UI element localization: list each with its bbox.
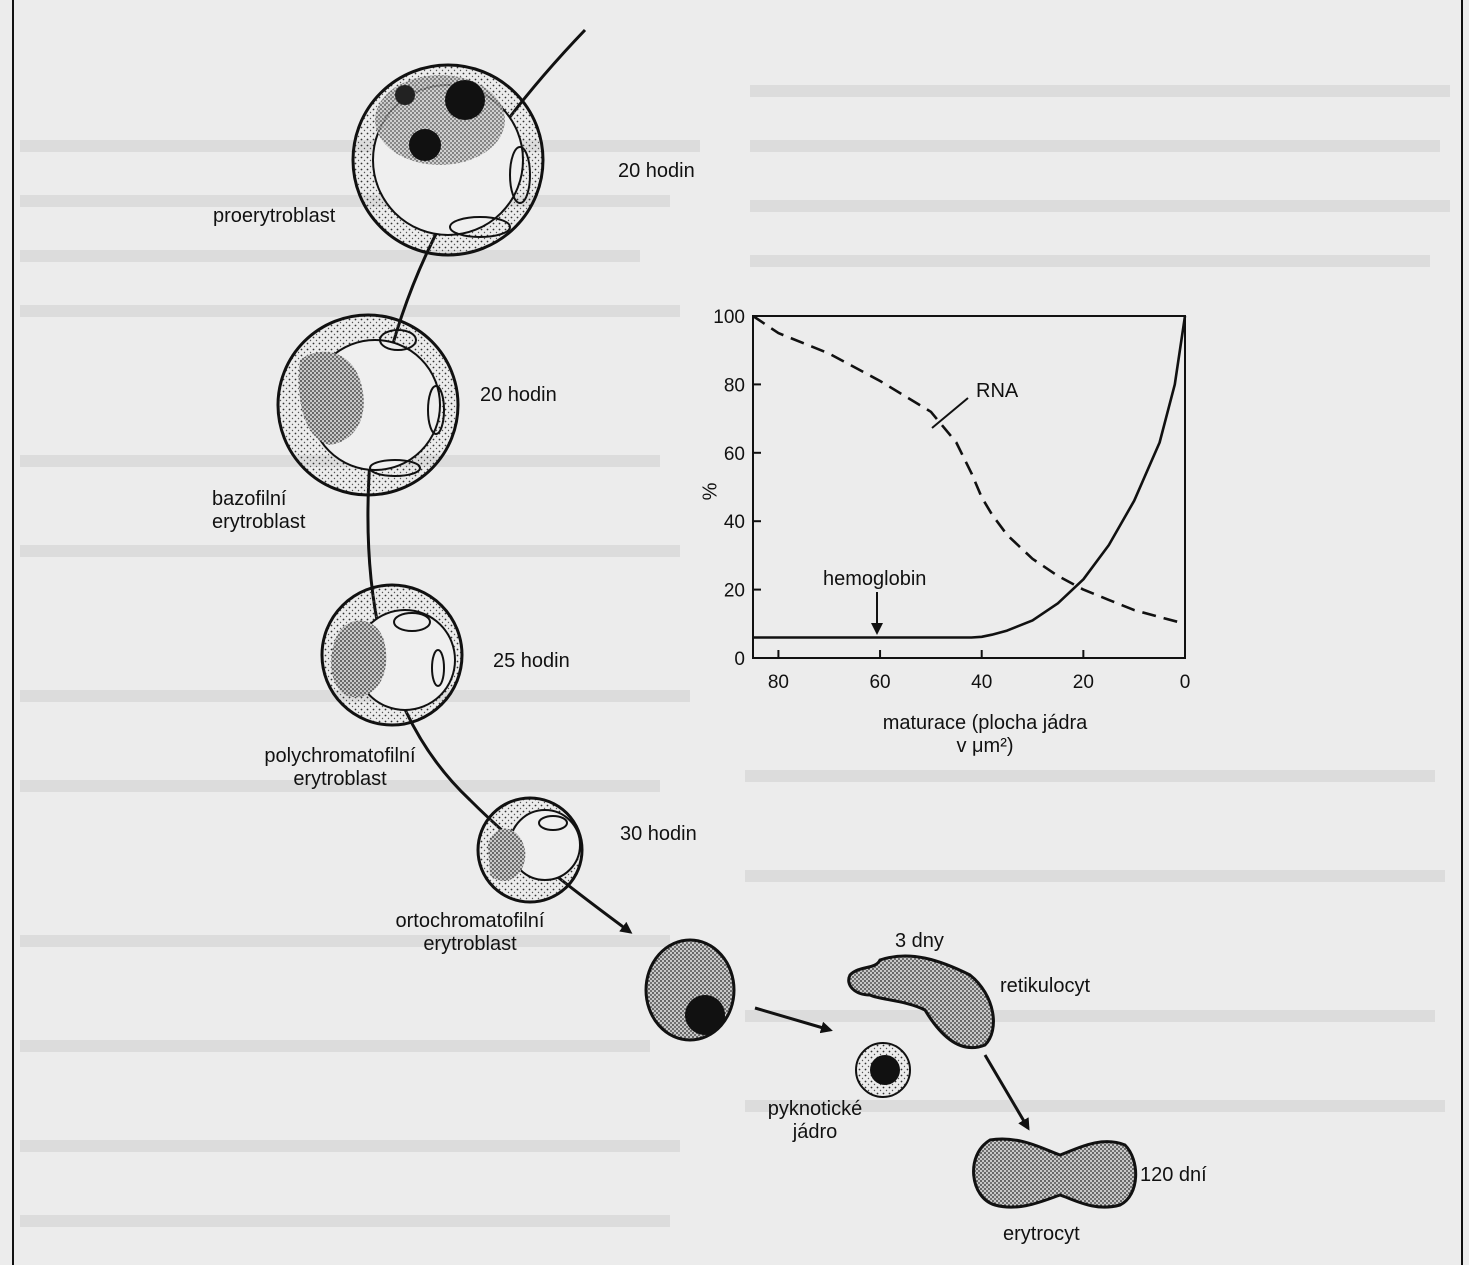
chart-plot-area (753, 316, 1185, 658)
nucleus-extrusion-cell (646, 940, 734, 1040)
stage-label-line: erytroblast (212, 511, 305, 534)
y-tick-label: 0 (734, 649, 745, 670)
stage-label-retikulocyt: retikulocyt (1000, 975, 1090, 998)
duration-label-bazofilni: 20 hodin (480, 384, 557, 407)
proerytroblast-cell (353, 65, 543, 255)
stage-label-proerytroblast: proerytroblast (213, 205, 335, 228)
series-line-hemoglobin (753, 316, 1185, 638)
duration-label-ortochromatofilni: 30 hodin (620, 823, 697, 846)
stage-label-line: ortochromatofilní (370, 910, 570, 933)
duration-label-polychromatofilni: 25 hodin (493, 650, 570, 673)
x-tick-label: 20 (1073, 672, 1094, 693)
stage-label-pyknoticke: pyknotické jádro (755, 1098, 875, 1144)
stage-label-line: bazofilní (212, 488, 305, 511)
stage-label-line: polychromatofilní (230, 745, 450, 768)
stage-label-erytrocyt: erytrocyt (1003, 1223, 1080, 1246)
chart-y-axis-label: % (699, 483, 722, 501)
y-tick-label: 80 (724, 375, 745, 396)
arrow-to-reticulocyte (755, 1008, 830, 1030)
y-tick-label: 40 (724, 512, 745, 533)
duration-label-retikulocyt: 3 dny (895, 930, 944, 953)
stage-label-polychromatofilni: polychromatofilní erytroblast (230, 745, 450, 791)
duration-label-erytrocyt: 120 dní (1140, 1164, 1207, 1187)
y-tick-label: 60 (724, 444, 745, 465)
stage-label-bazofilni: bazofilní erytroblast (212, 488, 305, 534)
arrow-to-erythrocyte (985, 1055, 1028, 1128)
duration-label-proerytroblast: 20 hodin (618, 160, 695, 183)
pyknotic-nucleus (856, 1043, 910, 1097)
bazofilni-erytroblast-cell (278, 315, 458, 495)
reticulocyte-cell (849, 956, 994, 1048)
x-axis-label-line: v μm²) (840, 735, 1130, 758)
erythrocyte-cell (974, 1139, 1136, 1207)
series-line-RNA (753, 316, 1185, 624)
y-tick-label: 20 (724, 581, 745, 602)
rna-hemoglobin-chart: 0 20 40 60 80 100 80 60 40 20 0 (713, 307, 1190, 693)
stage-label-line: erytroblast (370, 933, 570, 956)
x-tick-label: 80 (768, 672, 789, 693)
annotation-hemoglobin: hemoglobin (823, 568, 926, 591)
polychromatofilni-erytroblast-cell (322, 585, 462, 725)
y-tick-label: 100 (713, 307, 745, 328)
stage-label-ortochromatofilni: ortochromatofilní erytroblast (370, 910, 570, 956)
stage-label-line: jádro (755, 1121, 875, 1144)
stage-label-line: erytroblast (230, 768, 450, 791)
ortochromatofilni-erytroblast-cell (478, 798, 582, 902)
annotation-pointer-rna (932, 398, 968, 428)
x-tick-label: 60 (869, 672, 890, 693)
stage-label-line: pyknotické (755, 1098, 875, 1121)
annotation-rna: RNA (976, 380, 1018, 403)
x-axis-label-line: maturace (plocha jádra (840, 712, 1130, 735)
x-tick-label: 0 (1180, 672, 1191, 693)
chart-x-axis-label: maturace (plocha jádra v μm²) (840, 712, 1130, 758)
x-tick-label: 40 (971, 672, 992, 693)
